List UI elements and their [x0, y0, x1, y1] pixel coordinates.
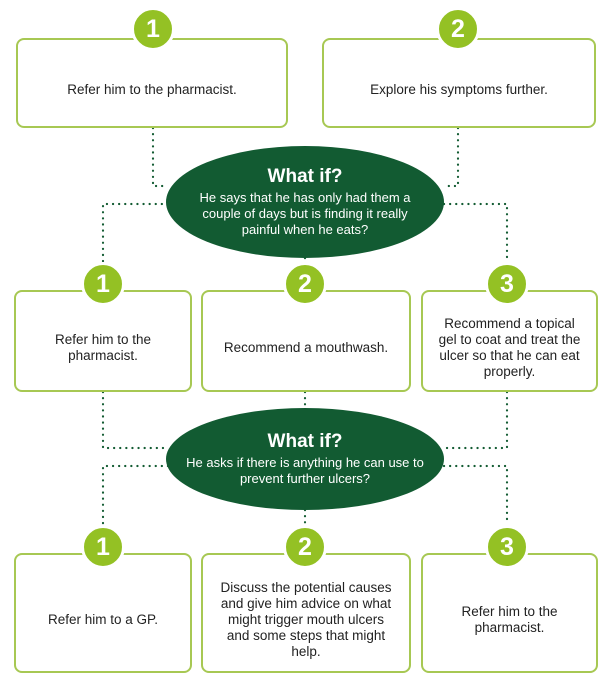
row1-option-box: Refer him to the pharmacist.: [16, 38, 288, 128]
what-if-heading: What if?: [267, 431, 343, 452]
number-badge: 1: [131, 7, 175, 51]
row3-option-box: Refer him to the pharmacist.: [421, 553, 598, 673]
option-text: Refer him to a GP.: [47, 612, 159, 627]
connector-line: [442, 126, 460, 188]
row2-option-box: Refer him to the pharmacist.: [14, 290, 192, 392]
connector-line: [101, 390, 170, 450]
number-badge: 2: [436, 7, 480, 51]
row2-option-box: Recommend a mouthwash.: [201, 290, 411, 392]
what-if-ellipse: What if? He asks if there is anything he…: [166, 408, 444, 510]
connector-line: [442, 464, 509, 527]
what-if-ellipse: What if? He says that he has only had th…: [166, 146, 444, 258]
number-badge: 2: [283, 262, 327, 306]
what-if-question: He asks if there is anything he can use …: [186, 455, 424, 486]
connector-line: [442, 390, 509, 450]
option-text: Refer him to the pharmacist.: [461, 604, 558, 635]
connector-line: [442, 202, 509, 264]
option-text: Refer him to the pharmacist.: [67, 82, 237, 97]
number-badge: 3: [485, 262, 529, 306]
number-badge: 1: [81, 262, 125, 306]
what-if-heading: What if?: [267, 166, 343, 187]
number-badge: 3: [485, 525, 529, 569]
number-badge: 1: [81, 525, 125, 569]
connector-line: [101, 202, 170, 264]
option-text: Refer him to the pharmacist.: [54, 332, 152, 363]
what-if-question: He says that he has only had them a coup…: [199, 190, 411, 237]
row3-option-box: Refer him to a GP.: [14, 553, 192, 673]
connector-line: [101, 464, 170, 527]
option-text: Recommend a topical gel to coat and trea…: [438, 316, 581, 379]
option-text: Recommend a mouthwash.: [223, 340, 389, 355]
row3-option-box: Discuss the potential causes and give hi…: [201, 553, 411, 673]
number-badge: 2: [283, 525, 327, 569]
connector-line: [151, 126, 170, 188]
option-text: Discuss the potential causes and give hi…: [220, 580, 392, 659]
option-text: Explore his symptoms further.: [370, 82, 548, 97]
row2-option-box: Recommend a topical gel to coat and trea…: [421, 290, 598, 392]
row1-option-box: Explore his symptoms further.: [322, 38, 596, 128]
